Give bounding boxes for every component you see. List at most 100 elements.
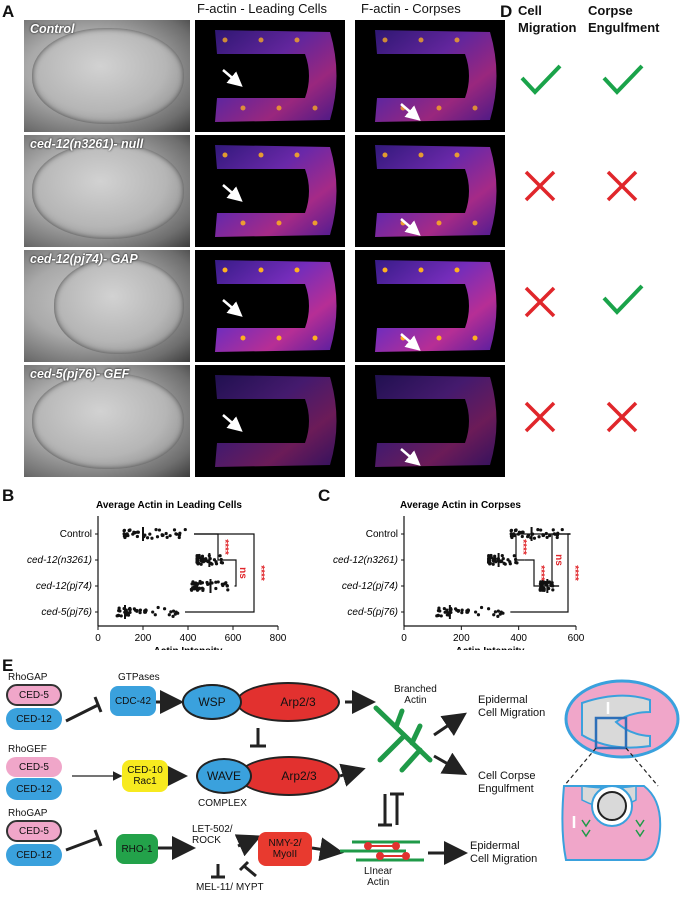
genotype-label: ced-12(n3261)- null [30, 137, 144, 151]
node-ced10: CED-10 Rac1 [122, 760, 168, 792]
significance-label: ns [237, 567, 248, 579]
category-label: ced-12(n3261) [27, 555, 92, 566]
data-point [437, 606, 441, 610]
data-point [131, 532, 135, 536]
data-point [513, 528, 518, 533]
data-point [532, 536, 537, 540]
label-out-engulfment: Cell Corpse Engulfment [478, 770, 536, 795]
data-point [200, 554, 205, 558]
label-out-migration: Epidermal Cell Migration [478, 694, 546, 719]
significance-bracket [551, 533, 571, 587]
data-point [460, 608, 464, 612]
significance-bracket [230, 559, 237, 587]
label-branched-actin: Branched Actin [394, 684, 437, 706]
significance-label: ns [553, 554, 564, 566]
data-point [169, 610, 173, 614]
label-let502-rock: LET-502/ ROCK [192, 824, 233, 846]
data-point [508, 562, 512, 566]
label-out-migration-2: Epidermal Cell Migration [470, 840, 538, 865]
data-point [154, 527, 158, 532]
node-wsp-front: WSP [182, 684, 242, 720]
data-point [171, 609, 176, 613]
category-label: ced-12(n3261) [333, 555, 398, 566]
data-point [492, 613, 496, 617]
panel-label-a: A [2, 2, 15, 21]
data-point [167, 613, 171, 617]
x-axis-label: Actin Intensity [154, 646, 223, 650]
x-tick-label: 400 [510, 633, 527, 644]
node-ced5-row2: CED-5 [6, 757, 62, 777]
data-point [117, 606, 121, 610]
col-header-leading: F-actin - Leading Cells [197, 1, 328, 16]
chart-title: Average Actin in Corpses [400, 500, 521, 511]
data-point [510, 534, 515, 538]
data-point [127, 528, 131, 533]
data-point [195, 560, 199, 564]
genotype-label: ced-12(pj74)- GAP [30, 252, 138, 266]
node-arp23-row2: Arp2/3 [238, 756, 340, 796]
data-point [226, 588, 230, 592]
data-point [197, 555, 202, 559]
data-point [125, 610, 129, 615]
data-point [526, 535, 530, 539]
data-point [214, 580, 218, 584]
data-point [155, 535, 160, 539]
data-point [144, 608, 148, 613]
data-point [126, 613, 131, 617]
data-point [198, 579, 202, 584]
data-point [210, 562, 214, 566]
significance-label: **** [569, 565, 580, 581]
data-point [122, 528, 127, 532]
data-point [127, 607, 132, 611]
data-point [173, 612, 177, 616]
dic-image-control: Control [24, 20, 190, 132]
category-label: Control [366, 529, 398, 540]
data-point [445, 608, 449, 612]
data-point [196, 582, 200, 586]
data-point [537, 535, 541, 539]
data-point [153, 613, 157, 617]
data-point [540, 586, 544, 590]
data-point [460, 611, 464, 615]
data-point [160, 533, 164, 538]
node-cdc42: CDC-42 [110, 686, 156, 716]
data-point [496, 614, 500, 618]
significance-bracket [185, 533, 255, 613]
label-rhogef: RhoGEF [8, 744, 47, 755]
data-point [515, 561, 519, 565]
node-ced5-row1: CED-5 [6, 684, 62, 706]
panel-label-e: E [2, 656, 14, 675]
col-header-corpses: F-actin - Corpses [361, 1, 461, 16]
x-tick-label: 0 [401, 633, 407, 644]
linear-actin-glyph [340, 840, 424, 862]
data-point [195, 586, 199, 590]
data-point [491, 559, 496, 563]
data-point [177, 535, 181, 540]
dic-image-ced12-null: ced-12(n3261)- null [24, 135, 190, 247]
data-point [509, 528, 514, 532]
data-point [151, 610, 155, 614]
data-point [486, 560, 491, 564]
data-point [539, 580, 543, 584]
x-tick-label: 800 [270, 633, 287, 644]
significance-label: **** [219, 539, 230, 555]
data-point [191, 580, 195, 584]
data-point [486, 607, 491, 611]
category-label: ced-5(pj76) [347, 607, 398, 618]
data-point [501, 611, 505, 615]
data-point [174, 532, 178, 536]
data-point [545, 535, 549, 539]
significance-label: **** [535, 565, 546, 581]
data-point [446, 610, 450, 615]
embryo-schematic [561, 679, 680, 861]
data-point [168, 534, 172, 538]
node-ced12-row2: CED-12 [6, 778, 62, 800]
data-point [201, 588, 205, 592]
x-tick-label: 200 [453, 633, 470, 644]
data-point [199, 562, 203, 566]
chart-c: Average Actin in Corpses0200400600Actin … [333, 500, 585, 650]
data-point [118, 609, 122, 613]
